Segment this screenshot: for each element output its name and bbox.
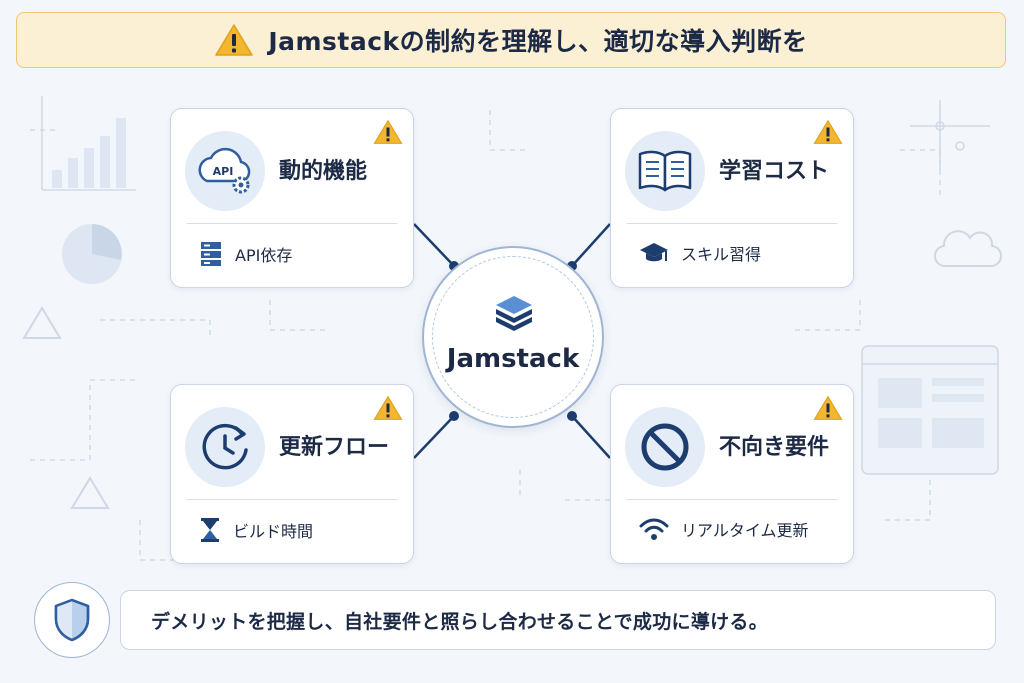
card-title: 学習コスト xyxy=(719,159,830,184)
card-title: 更新フロー xyxy=(279,435,390,460)
api-cloud-gear-icon: API xyxy=(185,131,265,211)
card-sub-label: ビルド時間 xyxy=(233,522,314,541)
svg-text:API: API xyxy=(213,165,234,178)
header-banner: Jamstackの制約を理解し、適切な導入判断を xyxy=(16,12,1006,68)
page-title: Jamstackの制約を理解し、適切な導入判断を xyxy=(268,27,808,56)
card-update-flow: 更新フロー ビルド時間 xyxy=(170,384,414,564)
warning-icon xyxy=(813,395,843,420)
card-sub-label: API依存 xyxy=(235,246,293,265)
open-book-icon xyxy=(625,131,705,211)
network-decoration-icon xyxy=(910,100,990,170)
card-learning-cost: 学習コスト スキル習得 xyxy=(610,108,854,288)
pie-chart-decoration-icon xyxy=(62,224,122,284)
card-title: 動的機能 xyxy=(279,159,368,184)
hub-connectors xyxy=(413,223,611,459)
wifi-icon xyxy=(639,518,669,540)
browser-window-decoration-icon xyxy=(861,345,999,475)
card-dynamic-features: API 動的機能 API依存 xyxy=(170,108,414,288)
hourglass-icon xyxy=(201,518,219,542)
server-icon xyxy=(201,242,221,266)
jamstack-hub: Jamstack xyxy=(422,246,604,428)
footer-text: デメリットを把握し、自社要件と照らし合わせることで成功に導ける。 xyxy=(151,610,769,633)
bar-chart-decoration-icon xyxy=(41,96,136,191)
warning-icon xyxy=(813,119,843,144)
hub-label: Jamstack xyxy=(446,344,580,374)
card-sub-label: リアルタイム更新 xyxy=(681,521,809,540)
card-title: 不向き要件 xyxy=(719,435,830,460)
layers-stack-icon xyxy=(496,296,532,331)
clock-refresh-icon xyxy=(185,407,265,487)
card-sub-label: スキル習得 xyxy=(681,245,762,264)
warning-icon xyxy=(215,24,254,56)
warning-decoration-icon xyxy=(22,306,110,509)
summary-footer: デメリットを把握し、自社要件と照らし合わせることで成功に導ける。 xyxy=(120,590,996,650)
shield-icon xyxy=(34,582,110,658)
warning-icon xyxy=(373,119,403,144)
prohibited-icon xyxy=(625,407,705,487)
warning-icon xyxy=(373,395,403,420)
graduation-cap-icon xyxy=(640,243,668,262)
card-unsuitable-requirements: 不向き要件 リアルタイム更新 xyxy=(610,384,854,564)
cloud-decoration-icon xyxy=(934,230,1002,268)
